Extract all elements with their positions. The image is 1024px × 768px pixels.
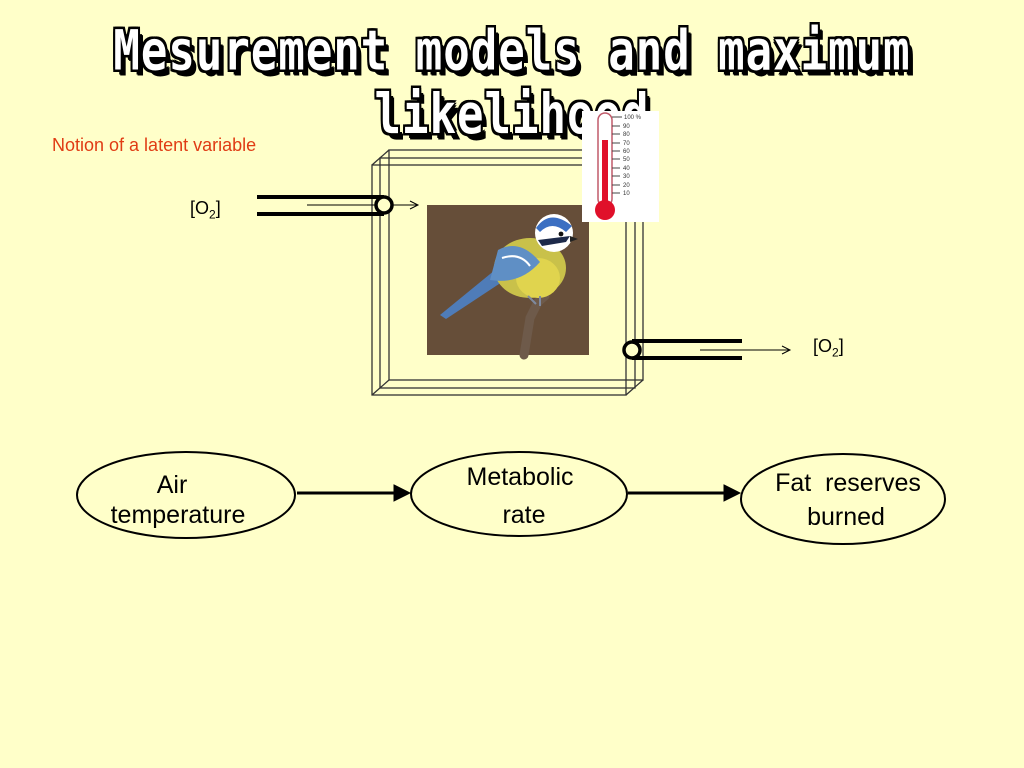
bird-photo (427, 205, 589, 355)
inlet-o2-label: [O2] (190, 198, 221, 222)
node-air-temperature-label: Air temperature (86, 470, 286, 530)
outlet-o2-label: [O2] (813, 336, 844, 360)
thermo-tick-label: 100 % (624, 115, 642, 121)
thermo-tick-label: 10 (623, 191, 630, 197)
thermo-tick-label: 20 (623, 183, 630, 189)
thermo-tick-label: 30 (623, 174, 630, 180)
thermo-tick-label: 60 (623, 149, 630, 155)
thermo-tick-label: 40 (623, 166, 630, 172)
thermometer-icon: 100 % 90 80 70 60 50 40 30 20 10 (582, 111, 659, 222)
inlet-tube (257, 197, 418, 214)
outlet-tube (624, 341, 790, 358)
thermo-tick-label: 90 (623, 124, 630, 130)
node-fat-reserves-label: Fat reserves burned (748, 468, 948, 532)
thermo-tick-label: 80 (623, 132, 630, 138)
thermo-tick-label: 70 (623, 141, 630, 147)
node-metabolic-rate-label: Metabolic rate (420, 462, 620, 530)
thermo-tick-label: 50 (623, 157, 630, 163)
